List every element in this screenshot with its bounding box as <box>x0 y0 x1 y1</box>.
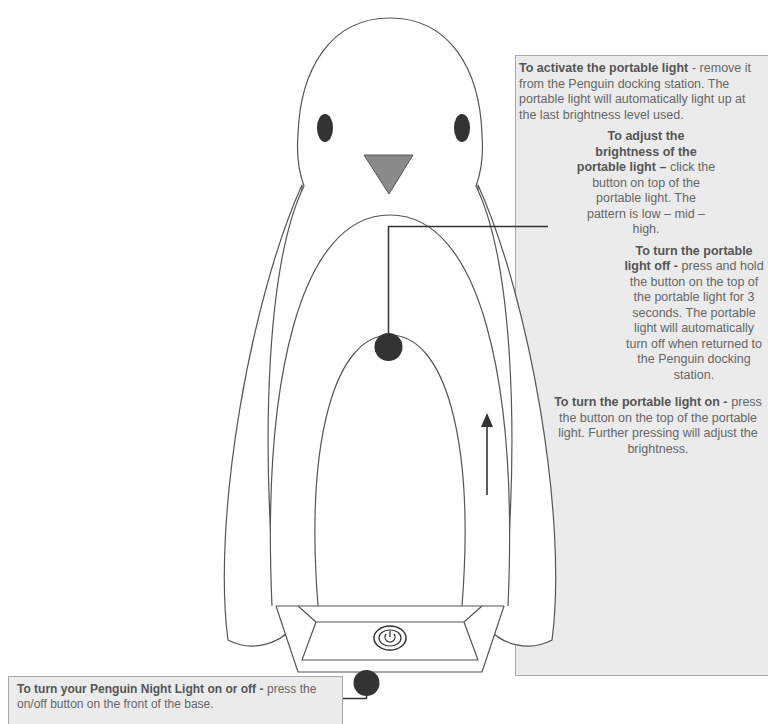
base-edge <box>298 606 482 622</box>
instruction-paragraph: To turn the portable light on -press the… <box>553 395 763 457</box>
lift-arrow <box>481 413 493 495</box>
instruction-paragraph: To activate the portable light- remove i… <box>519 61 759 123</box>
instruction-paragraph: To turn your Penguin Night Light on or o… <box>17 682 335 711</box>
instruction-text: press and hold the button on the top of … <box>626 259 764 382</box>
base-top <box>276 605 504 606</box>
outer-belly <box>270 215 509 606</box>
eye <box>454 114 470 142</box>
instruction-heading: To turn the portable light on - <box>554 395 727 409</box>
instruction-paragraph: To turn the portable light off -press an… <box>623 244 765 384</box>
leader-line <box>389 227 549 348</box>
instruction-paragraph: To adjust the brightness of the portable… <box>575 129 717 238</box>
beak <box>364 155 413 194</box>
instruction-heading: To turn your Penguin Night Light on or o… <box>17 682 263 696</box>
callout-dot <box>375 333 403 361</box>
eye <box>317 114 333 142</box>
portable-light <box>315 335 465 606</box>
base-front <box>302 622 478 660</box>
power-button <box>374 626 406 650</box>
callout-dot <box>354 670 380 696</box>
instruction-panel: To activate the portable light- remove i… <box>515 55 768 675</box>
instruction-heading: To activate the portable light <box>519 61 688 75</box>
base-callout-box: To turn your Penguin Night Light on or o… <box>8 676 343 724</box>
penguin-body <box>268 18 512 672</box>
